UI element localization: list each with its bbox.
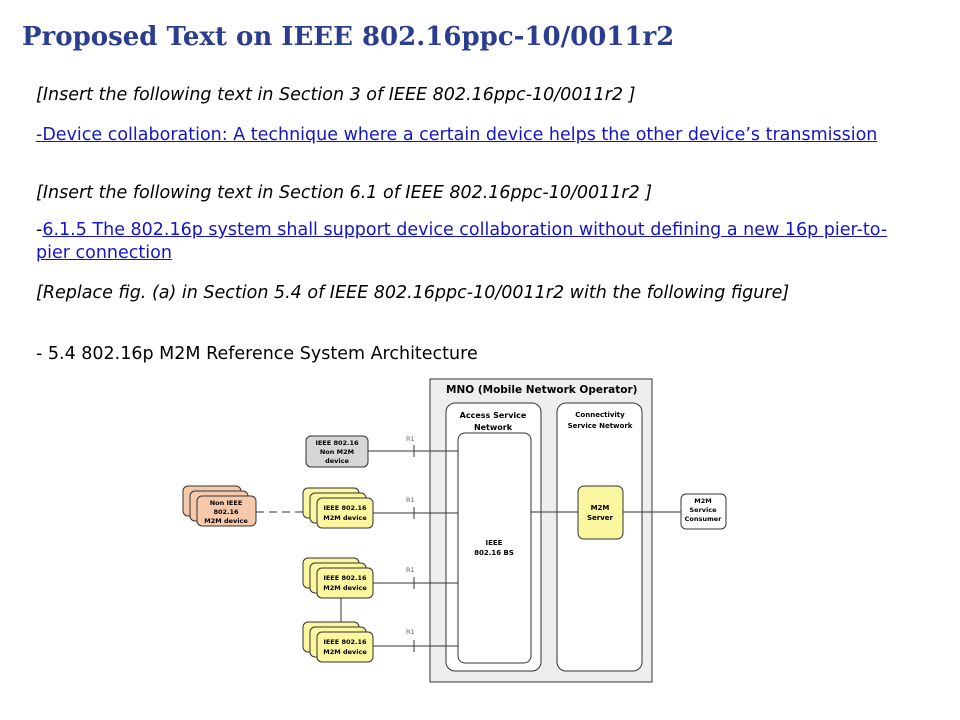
- m2m-device-2-box: [316, 567, 374, 599]
- page-title: Proposed Text on IEEE 802.16ppc-10/0011r…: [22, 22, 675, 52]
- asn-label-line1: Access Service: [460, 411, 527, 420]
- r1-label-4: R1: [406, 628, 415, 636]
- csn-box: [556, 402, 643, 672]
- m2m-device-2-line1: IEEE 802.16: [323, 574, 367, 582]
- m2m-stack1-back1: [309, 492, 367, 524]
- non-m2m-line3: device: [325, 457, 349, 465]
- device-collaboration-definition[interactable]: -Device collaboration: A technique where…: [36, 124, 916, 147]
- instruction-section-6-1: [Insert the following text in Section 6.…: [36, 183, 653, 203]
- non-m2m-device-box: [305, 435, 369, 468]
- m2m-stack2-back1: [309, 562, 367, 594]
- consumer-line1: M2M: [694, 497, 711, 505]
- non-ieee-line3: M2M device: [204, 517, 248, 525]
- r1-label-3: R1: [406, 566, 415, 574]
- bs-label-line1: IEEE: [486, 539, 503, 547]
- m2m-stack3-back2: [302, 621, 360, 653]
- mno-box: [429, 378, 653, 683]
- bs-label-line2: 802.16 BS: [474, 549, 514, 557]
- requirement-link[interactable]: 6.1.5 The 802.16p system shall support d…: [36, 220, 888, 263]
- r1-label-2: R1: [406, 496, 415, 504]
- consumer-line3: Consumer: [685, 515, 723, 523]
- non-ieee-device-box: [196, 495, 257, 527]
- non-ieee-line1: Non IEEE: [210, 499, 243, 507]
- m2m-device-2-line2: M2M device: [323, 584, 367, 592]
- bs-box: [457, 432, 532, 664]
- instruction-section-3: [Insert the following text in Section 3 …: [36, 85, 636, 105]
- mno-label: MNO (Mobile Network Operator): [446, 384, 637, 396]
- non-m2m-line2: Non M2M: [320, 448, 354, 456]
- csn-label-line2: Service Network: [568, 422, 633, 430]
- m2m-stack2-back2: [302, 557, 360, 589]
- asn-label-line2: Network: [474, 423, 513, 432]
- non-ieee-stack-back2: [182, 485, 242, 517]
- non-ieee-line2: 802.16: [213, 508, 239, 516]
- device-collaboration-link[interactable]: -Device collaboration: A technique where…: [36, 125, 878, 145]
- m2m-device-3-box: [316, 631, 374, 663]
- requirement-prefix: -: [36, 220, 43, 240]
- asn-box: [445, 402, 542, 672]
- m2m-stack3-back1: [309, 626, 367, 658]
- requirement-6-1-5: -6.1.5 The 802.16p system shall support …: [36, 219, 916, 265]
- m2m-device-1-box: [316, 497, 374, 529]
- m2m-consumer-box: [680, 493, 727, 530]
- non-m2m-line1: IEEE 802.16: [315, 439, 359, 447]
- instruction-replace-figure: [Replace fig. (a) in Section 5.4 of IEEE…: [36, 283, 790, 303]
- m2m-stack1-back2: [302, 487, 360, 519]
- m2m-server-line1: M2M: [591, 504, 610, 512]
- m2m-device-3-line1: IEEE 802.16: [323, 638, 367, 646]
- m2m-server-box: [577, 485, 624, 540]
- non-ieee-stack-back1: [189, 490, 249, 522]
- consumer-line2: Service: [689, 506, 717, 514]
- m2m-device-1-line2: M2M device: [323, 514, 367, 522]
- figure-heading: - 5.4 802.16p M2M Reference System Archi…: [36, 344, 478, 364]
- m2m-server-line2: Server: [587, 514, 614, 522]
- r1-label-1: R1: [406, 435, 415, 443]
- csn-label-line1: Connectivity: [575, 411, 625, 419]
- m2m-device-3-line2: M2M device: [323, 648, 367, 656]
- m2m-device-1-line1: IEEE 802.16: [323, 504, 367, 512]
